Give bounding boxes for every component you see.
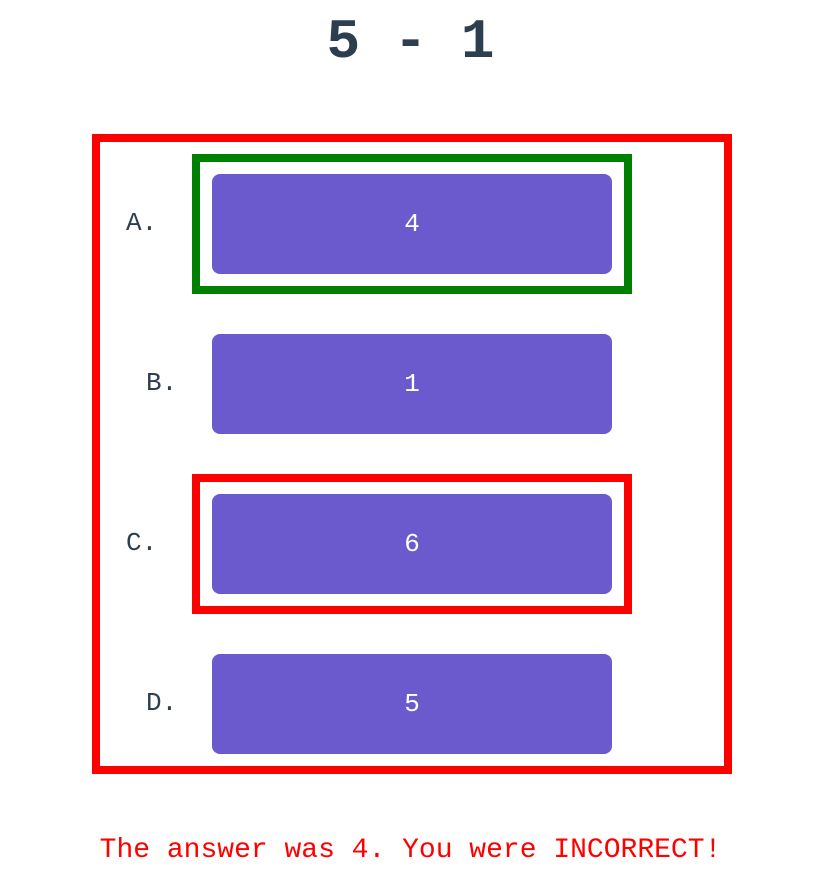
choice-a-label: A.	[126, 208, 158, 238]
choice-b-label: B.	[146, 368, 178, 398]
choice-c-button[interactable]: 6	[212, 494, 612, 594]
result-message: The answer was 4. You were INCORRECT!	[99, 835, 722, 866]
choice-b-button[interactable]: 1	[212, 334, 612, 434]
choice-a-button[interactable]: 4	[212, 174, 612, 274]
question-title: 5 - 1	[326, 10, 495, 74]
choice-d-label: D.	[146, 688, 178, 718]
choice-d-button[interactable]: 5	[212, 654, 612, 754]
answers-container	[92, 134, 732, 774]
choice-c-label: C.	[126, 528, 158, 558]
